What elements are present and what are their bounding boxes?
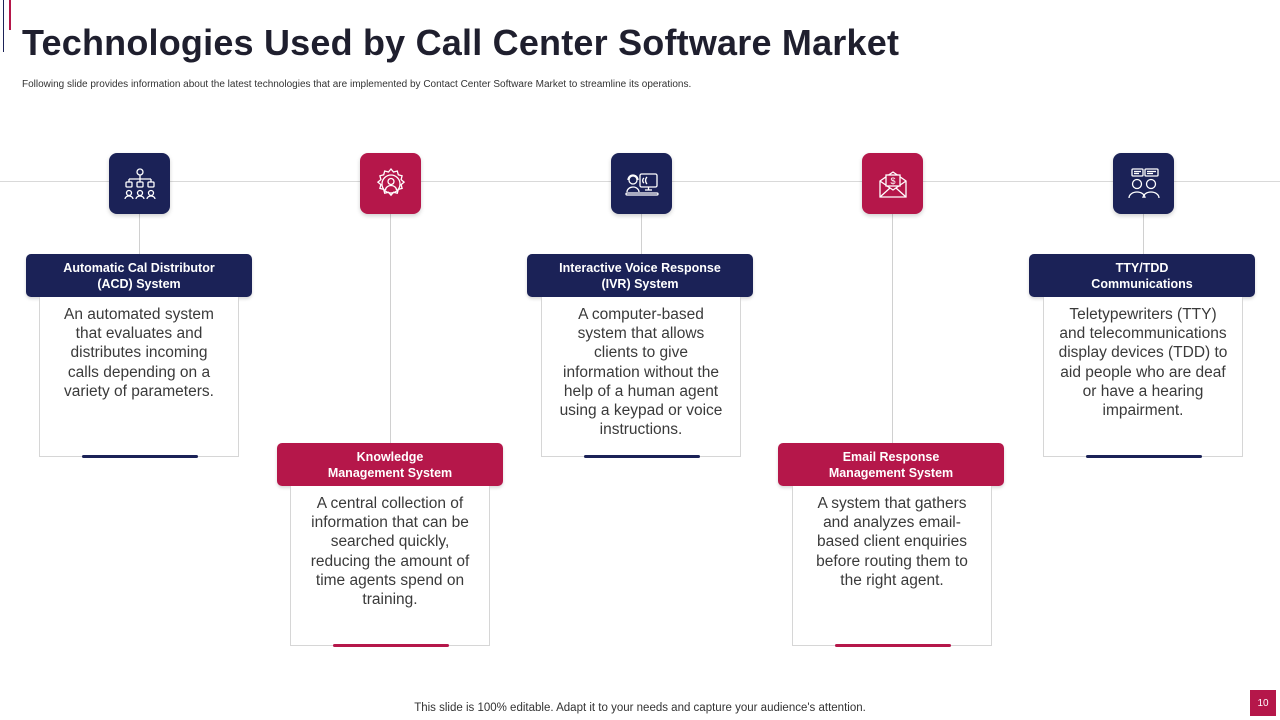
card-description: Teletypewriters (TTY) and telecommunicat… [1058, 306, 1228, 420]
header-ivr: Interactive Voice Response(IVR) System [527, 254, 753, 297]
card-description: A computer-based system that allows clie… [559, 306, 723, 439]
icon-box-email: $ [862, 153, 923, 214]
card-knowledge: A central collection of information that… [290, 486, 490, 647]
slide-title: Technologies Used by Call Center Softwar… [22, 22, 900, 63]
connector-line [892, 214, 893, 443]
card-email: A system that gathers and analyzes email… [792, 486, 992, 647]
icon-box-ivr [611, 153, 672, 214]
card-underline [835, 644, 951, 647]
icon-box-knowledge [360, 153, 421, 214]
page-number: 10 [1250, 690, 1276, 716]
card-description: A central collection of information that… [310, 495, 470, 609]
title-accent-bar [9, 0, 11, 30]
card-underline [584, 455, 700, 458]
people-chat-icon [1127, 167, 1160, 198]
header-line: Knowledge [356, 449, 424, 464]
connector-line [139, 214, 140, 254]
title-accent-line [3, 0, 4, 52]
connector-line [390, 214, 391, 443]
icon-box-tty [1113, 153, 1174, 214]
header-line: Interactive Voice Response [559, 260, 721, 275]
connector-line [1143, 214, 1144, 254]
header-line: (ACD) System [97, 276, 181, 291]
header-line: Management System [327, 465, 453, 480]
header-line: Email Response [842, 449, 940, 464]
header-line: Automatic Cal Distributor [63, 260, 215, 275]
voice-response-icon [624, 172, 659, 196]
network-hierarchy-icon [123, 167, 156, 199]
svg-text:$: $ [890, 176, 895, 186]
card-tty: Teletypewriters (TTY) and telecommunicat… [1043, 297, 1243, 458]
header-line: TTY/TDD [1115, 260, 1169, 275]
card-description: A system that gathers and analyzes email… [816, 495, 968, 589]
card-underline [82, 455, 198, 458]
card-ivr: A computer-based system that allows clie… [541, 297, 741, 458]
card-description: An automated system that evaluates and d… [64, 306, 214, 400]
icon-box-acd [109, 153, 170, 214]
gear-person-icon [376, 167, 405, 196]
email-dollar-icon: $ [878, 170, 907, 198]
header-acd: Automatic Cal Distributor(ACD) System [26, 254, 252, 297]
card-underline [333, 644, 449, 647]
header-line: Management System [828, 465, 954, 480]
slide-footer: This slide is 100% editable. Adapt it to… [414, 702, 866, 714]
header-line: (IVR) System [601, 276, 679, 291]
card-underline [1086, 455, 1202, 458]
card-acd: An automated system that evaluates and d… [39, 297, 239, 458]
connector-line [641, 214, 642, 254]
header-line: Communications [1091, 276, 1193, 291]
slide-subtitle: Following slide provides information abo… [22, 79, 692, 90]
